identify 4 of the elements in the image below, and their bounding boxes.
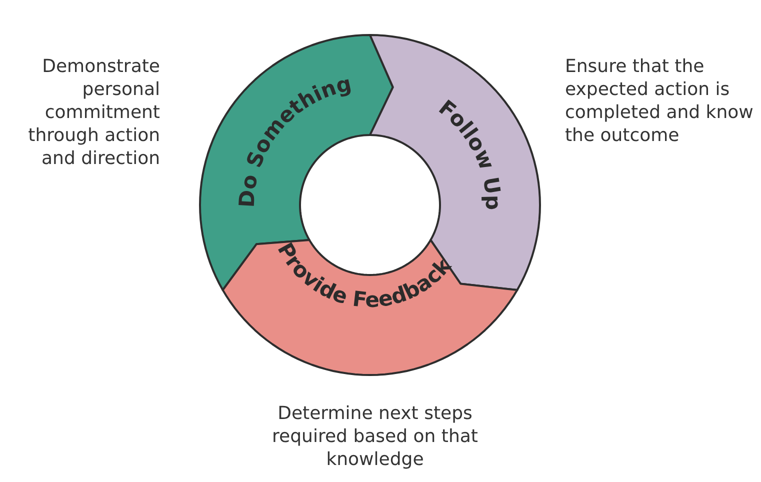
description-text: Ensure that the expected action is completed and know the outcome xyxy=(565,55,754,147)
description-text: Demonstrate personal commitment through action and direction xyxy=(27,55,160,170)
description-text: Determine next steps required based on that knowledge xyxy=(271,402,479,471)
cycle-segment xyxy=(222,238,518,376)
